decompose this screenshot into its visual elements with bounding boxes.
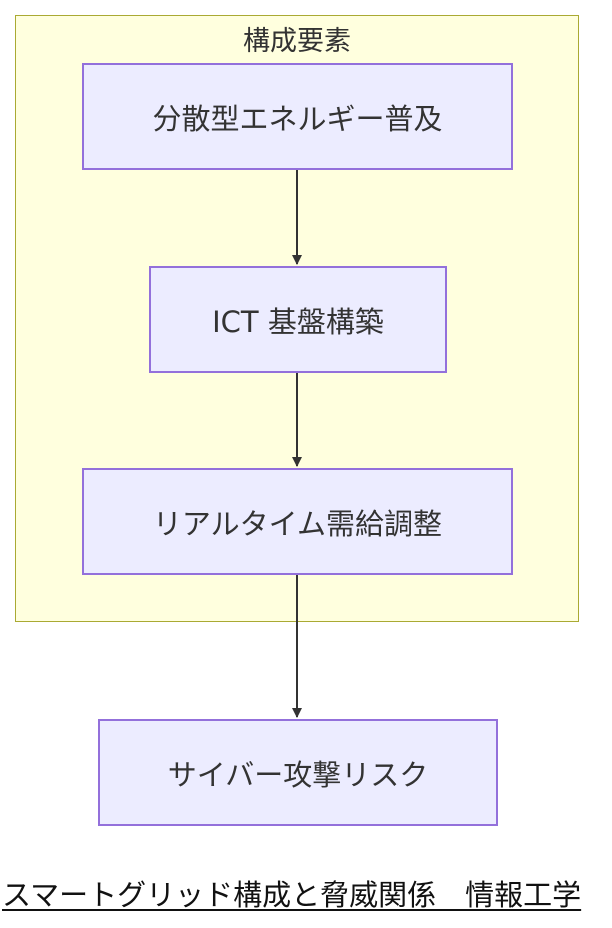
node-cyber-attack-risk: サイバー攻撃リスク	[98, 719, 498, 826]
node-distributed-energy-label: 分散型エネルギー普及	[152, 101, 443, 136]
node-cyber-attack-risk-label: サイバー攻撃リスク	[167, 757, 429, 792]
node-realtime-balancing-label: リアルタイム需給調整	[152, 506, 443, 541]
node-realtime-balancing: リアルタイム需給調整	[82, 468, 513, 575]
node-ict-infrastructure: ICT 基盤構築	[149, 266, 447, 373]
node-ict-infrastructure-label: ICT 基盤構築	[212, 304, 384, 339]
node-distributed-energy: 分散型エネルギー普及	[82, 63, 513, 170]
diagram-caption: スマートグリッド構成と脅威関係 情報工学	[2, 878, 582, 912]
cluster-title: 構成要素	[243, 26, 351, 57]
